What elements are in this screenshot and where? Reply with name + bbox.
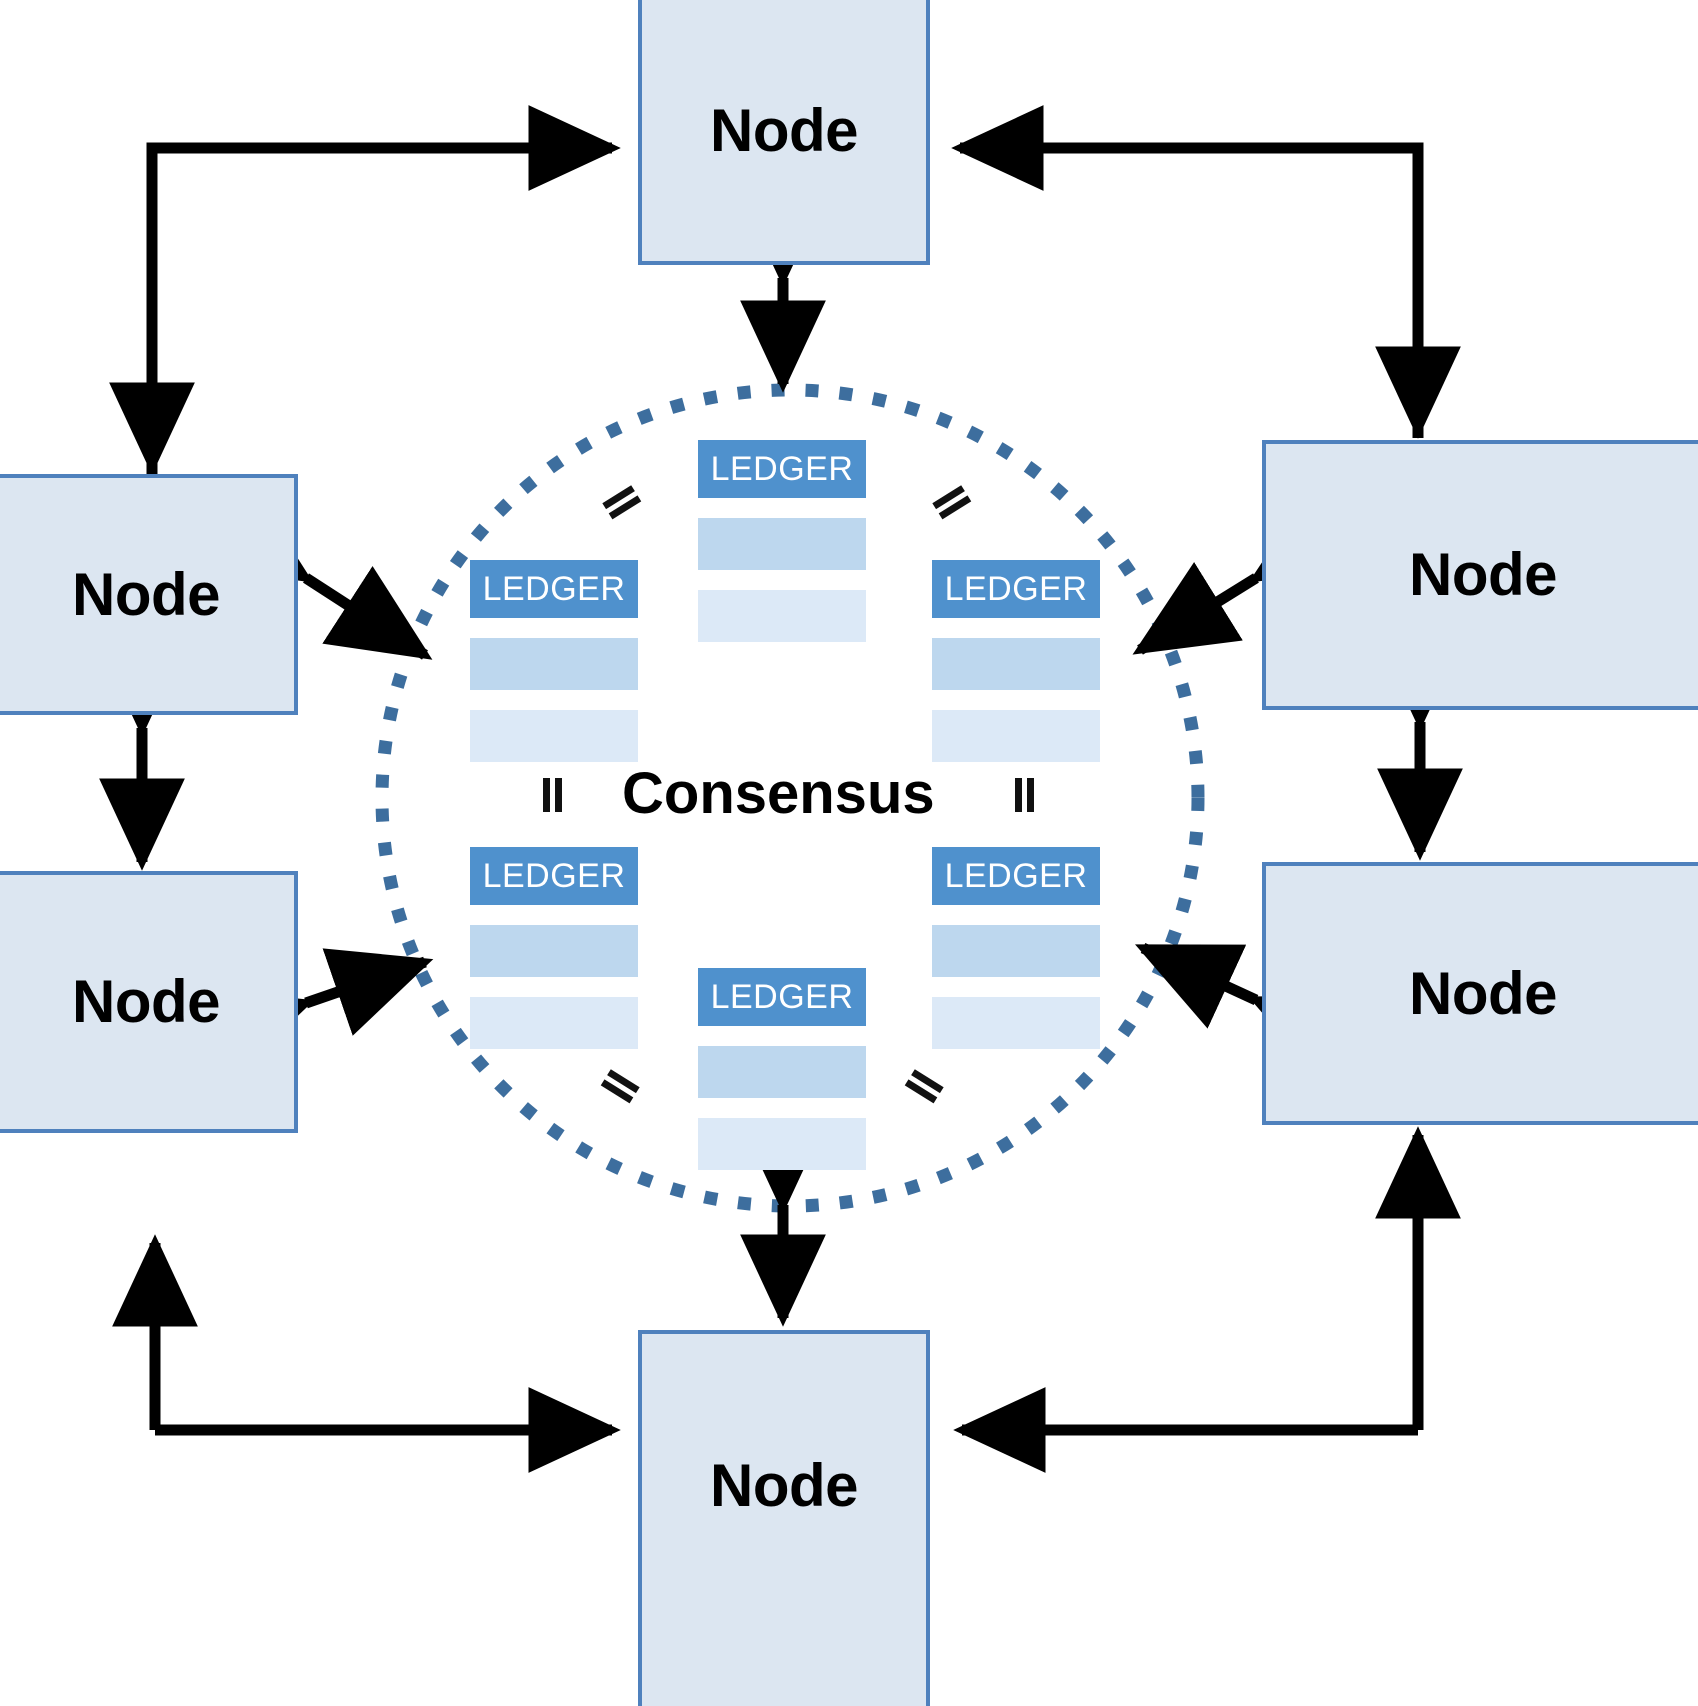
- node-right-lower[interactable]: Node: [1262, 862, 1698, 1125]
- ledger-right-upper-bar-1: [932, 638, 1100, 690]
- node-left-upper[interactable]: Node: [0, 474, 298, 715]
- ledger-bottom-bar-2: [698, 1118, 866, 1170]
- ledger-left-upper-header: LEDGER: [470, 560, 638, 618]
- ledger-right-lower-header: LEDGER: [932, 847, 1100, 905]
- consensus-label: Consensus: [622, 761, 935, 826]
- ledger-right-upper-header: LEDGER: [932, 560, 1100, 618]
- ledger-left-lower-bar-2: [470, 997, 638, 1049]
- ledger-left-upper[interactable]: LEDGER: [470, 560, 638, 762]
- arrow-bottomright-elbow: [953, 1126, 1461, 1473]
- node-left-lower-label: Node: [72, 968, 221, 1035]
- arrow-right-lower-to-circle: [1135, 943, 1360, 1081]
- ledger-top[interactable]: LEDGER: [698, 440, 866, 642]
- node-right-lower-label: Node: [1409, 959, 1558, 1027]
- ledger-top-header: LEDGER: [698, 440, 866, 498]
- ledger-left-lower-bar-1: [470, 925, 638, 977]
- ledger-right-upper-bar-2: [932, 710, 1100, 762]
- equals-mark-middle-right: [1015, 778, 1034, 812]
- node-top-label: Node: [710, 96, 859, 164]
- node-right-upper[interactable]: Node: [1262, 440, 1698, 710]
- arrow-left-lower-to-circle: [203, 948, 434, 1077]
- arrow-topleft-elbow: [109, 105, 621, 475]
- ledger-top-bar-1: [698, 518, 866, 570]
- node-left-lower[interactable]: Node: [0, 871, 298, 1133]
- equals-mark-bottom-left: [600, 1069, 640, 1104]
- node-bottom-label: Node: [710, 1452, 859, 1519]
- ledger-right-lower[interactable]: LEDGER: [932, 847, 1100, 1049]
- ledger-right-lower-bar-2: [932, 997, 1100, 1049]
- ledger-top-bar-2: [698, 590, 866, 642]
- node-right-upper-label: Node: [1409, 541, 1558, 608]
- ledger-left-upper-bar-1: [470, 638, 638, 690]
- equals-mark-top-right: [932, 485, 972, 520]
- ledger-bottom-bar-1: [698, 1046, 866, 1098]
- arrow-left-upper-to-circle: [203, 489, 433, 660]
- node-bottom[interactable]: Node: [638, 1330, 930, 1706]
- node-left-upper-label: Node: [72, 560, 221, 628]
- arrow-bottomleft-elbow: [112, 1234, 621, 1473]
- ledger-left-upper-bar-2: [470, 710, 638, 762]
- ledger-bottom[interactable]: LEDGER: [698, 968, 866, 1170]
- arrow-topright-elbow: [951, 105, 1461, 439]
- ledger-left-lower-header: LEDGER: [470, 847, 638, 905]
- equals-mark-bottom-right: [904, 1069, 944, 1104]
- consensus-circle: [375, 383, 1205, 1213]
- ledger-bottom-header: LEDGER: [698, 968, 866, 1026]
- ledger-right-lower-bar-1: [932, 925, 1100, 977]
- ledger-left-lower[interactable]: LEDGER: [470, 847, 638, 1049]
- equals-mark-middle-left: [543, 778, 562, 812]
- ledger-right-upper[interactable]: LEDGER: [932, 560, 1100, 762]
- arrow-right-upper-to-circle: [1132, 490, 1359, 655]
- equals-mark-top-left: [602, 485, 642, 520]
- node-top[interactable]: Node: [638, 0, 930, 265]
